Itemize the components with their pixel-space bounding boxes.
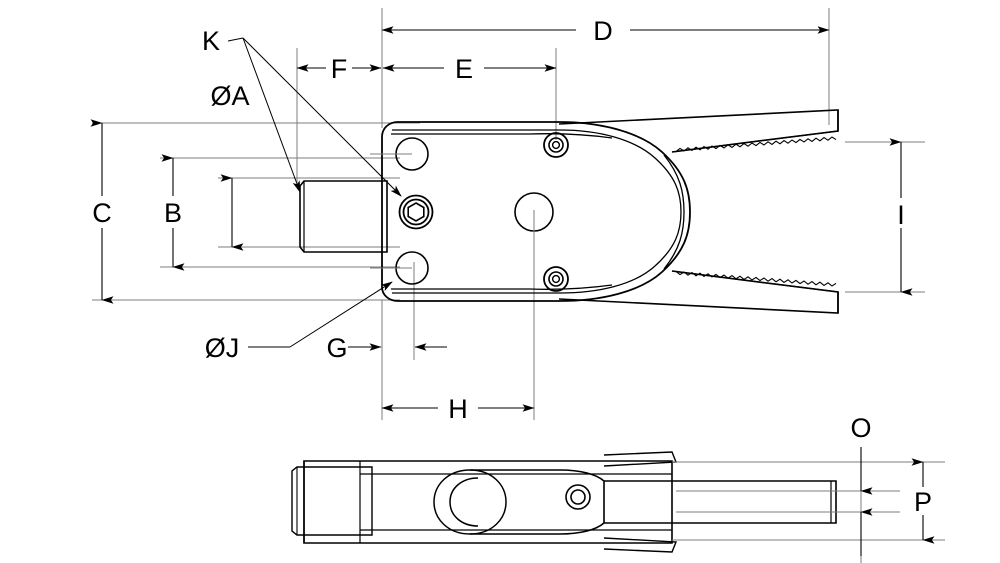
- side-rear-shank: [291, 466, 373, 536]
- upper-jaw: [558, 109, 839, 153]
- side-housing-rails: [360, 473, 672, 531]
- label-C: C: [92, 198, 112, 228]
- side-view-dimension-labels: O P: [850, 413, 932, 517]
- top-view-dimension-labels: D F E C B ØA I G H ØJ K: [92, 16, 905, 424]
- leader-J: [248, 281, 393, 348]
- side-taper-plates: [603, 451, 678, 553]
- top-view-leader-lines: [227, 37, 402, 348]
- label-K: K: [202, 26, 220, 56]
- label-O: O: [850, 413, 871, 443]
- leader-K: [227, 37, 402, 197]
- upper-jaw-teeth: [675, 136, 837, 153]
- label-I: I: [897, 200, 905, 230]
- body-side-rails: [391, 133, 613, 290]
- label-B: B: [164, 198, 182, 228]
- lower-jaw-teeth: [675, 270, 837, 287]
- lower-jaw: [558, 270, 839, 314]
- side-pivot-knuckle: [433, 469, 605, 535]
- side-view-extension-lines: [672, 447, 945, 563]
- top-view-extension-lines: [92, 8, 925, 420]
- label-A: ØA: [210, 81, 249, 111]
- top-view-dimension-lines: [90, 26, 913, 412]
- gripper-body-outline: [381, 121, 691, 302]
- side-jaw-bar: [603, 480, 837, 524]
- rear-shank: [299, 180, 388, 253]
- label-D: D: [593, 16, 613, 46]
- side-view-dimension-lines: [860, 447, 935, 556]
- side-housing: [303, 460, 673, 544]
- lower-jaw-serration: [671, 270, 839, 293]
- gripper-body-inner-contour: [392, 129, 682, 294]
- label-H: H: [448, 394, 468, 424]
- label-J: ØJ: [205, 333, 240, 363]
- hex-socket-screw: [398, 194, 434, 230]
- label-P: P: [914, 487, 932, 517]
- top-view-geometry: [299, 109, 839, 314]
- side-mounting-screw: [565, 484, 591, 510]
- label-F: F: [331, 54, 348, 84]
- side-view-geometry: [291, 451, 837, 553]
- top-view-center-lines: [370, 153, 535, 269]
- jaw-pivot-arc: [663, 154, 685, 270]
- label-G: G: [326, 333, 347, 363]
- lower-mounting-screw: [543, 266, 569, 292]
- label-E: E: [455, 54, 473, 84]
- upper-jaw-serration: [671, 130, 839, 153]
- upper-mounting-screw: [543, 132, 569, 158]
